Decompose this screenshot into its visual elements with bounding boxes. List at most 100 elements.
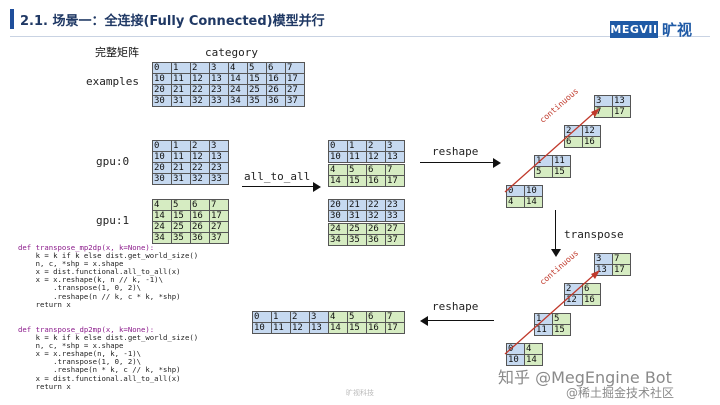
examples-label: examples	[86, 75, 139, 88]
grid-cell: 17	[209, 210, 229, 222]
all-to-all-arrowhead-icon	[313, 182, 321, 192]
page-title: 2.1. 场景一：全连接(Fully Connected)模型并行	[20, 14, 325, 29]
grid-cell: 3	[385, 140, 405, 152]
grid-cell: 32	[366, 210, 386, 222]
grid-cell: 11	[534, 324, 553, 336]
continuous-bottom-arrow	[504, 270, 600, 355]
grid-cell: 1	[271, 311, 291, 323]
grid-cell: 25	[171, 221, 191, 233]
grid-cell: 4	[328, 164, 348, 176]
transpose-arrowhead-icon	[551, 249, 561, 257]
reshape-bottom-arrow-line	[428, 320, 494, 322]
grid-cell: 17	[385, 322, 405, 334]
grid-cell: 10	[152, 151, 172, 163]
grid-cell: 14	[328, 322, 348, 334]
grid-cell: 10	[252, 322, 272, 334]
grid-cell: 6	[266, 62, 286, 74]
grid-cell: 6	[582, 283, 601, 295]
grid-cell: 11	[171, 151, 191, 163]
full-matrix-title: 完整矩阵	[95, 46, 139, 59]
grid-cell: 2	[190, 62, 210, 74]
grid-cell: 22	[190, 84, 210, 96]
grid-cell: 26	[266, 84, 286, 96]
grid-cell: 16	[190, 210, 210, 222]
grid-cell: 20	[152, 84, 172, 96]
transpose-arrow-line	[555, 210, 557, 250]
grid-cell: 2	[290, 311, 310, 323]
grid-cell: 14	[524, 196, 543, 208]
grid-cell: 33	[209, 95, 229, 107]
grid-cell: 23	[385, 199, 405, 211]
code-fn1-body: k = k if k else dist.get_world_size() n,…	[35, 251, 199, 309]
grid-cell: 15	[552, 166, 571, 178]
grid-cell: 25	[347, 223, 367, 235]
grid-cell: 0	[152, 62, 172, 74]
grid-cell: 36	[190, 232, 210, 244]
header-divider	[10, 36, 710, 37]
grid-cell: 36	[266, 95, 286, 107]
grid-cell: 7	[209, 199, 229, 211]
category-label: category	[205, 46, 258, 59]
grid-cell: 12	[366, 151, 386, 163]
grid-cell: 27	[385, 223, 405, 235]
grid-cell: 30	[152, 95, 172, 107]
grid-cell: 33	[209, 173, 229, 185]
grid-cell: 27	[285, 84, 305, 96]
grid-cell: 5	[347, 311, 367, 323]
grid-cell: 15	[347, 322, 367, 334]
grid-cell: 17	[612, 264, 631, 276]
grid-cell: 16	[366, 322, 386, 334]
grid-cell: 0	[328, 140, 348, 152]
grid-cell: 15	[552, 324, 571, 336]
grid-cell: 14	[228, 73, 248, 85]
grid-cell: 1	[171, 62, 191, 74]
grid-cell: 13	[209, 73, 229, 85]
grid-cell: 5	[552, 313, 571, 325]
page-footer: 旷视科技	[346, 389, 374, 397]
reshape-top-label: reshape	[432, 145, 479, 158]
grid-cell: 33	[385, 210, 405, 222]
grid-cell: 17	[285, 73, 305, 85]
grid-cell: 0	[152, 140, 172, 152]
code-fn2-def: def transpose_dp2mp(x, k=None):	[18, 325, 155, 334]
megvii-logo-cn: 旷视	[662, 21, 693, 39]
grid-cell: 16	[266, 73, 286, 85]
grid-cell: 12	[290, 322, 310, 334]
grid-cell: 12	[190, 73, 210, 85]
grid-cell: 15	[247, 73, 267, 85]
grid-cell: 22	[190, 162, 210, 174]
grid-cell: 16	[366, 175, 386, 187]
transpose-label: transpose	[564, 228, 624, 241]
grid-cell: 26	[190, 221, 210, 233]
grid-cell: 35	[347, 234, 367, 246]
grid-cell: 32	[190, 173, 210, 185]
grid-cell: 4	[228, 62, 248, 74]
grid-cell: 10	[152, 73, 172, 85]
code-transpose-dp2mp: def transpose_dp2mp(x, k=None): k = k if…	[18, 325, 198, 391]
grid-cell: 27	[209, 221, 229, 233]
grid-cell: 31	[171, 95, 191, 107]
